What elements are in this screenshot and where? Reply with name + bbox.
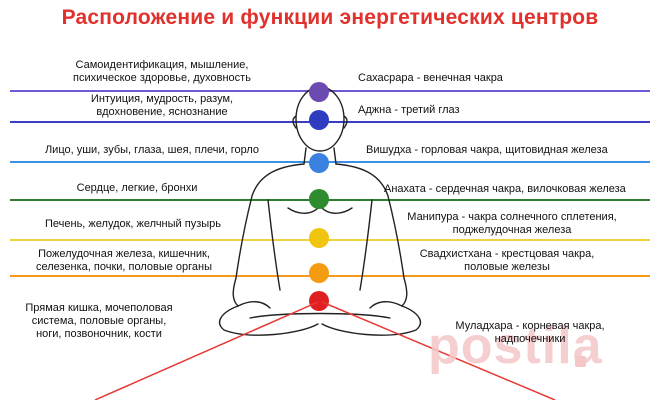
left-label-7-line-3: ноги, позвоночник, кости — [36, 328, 162, 340]
chakra-vishuddha — [309, 153, 329, 173]
figure-ear-left — [292, 115, 297, 129]
figure-left-arm — [232, 163, 305, 307]
right-label-6-line-2: половые железы — [464, 261, 550, 273]
left-label-1-line-1: Самоидентификация, мышление, — [75, 59, 249, 71]
right-label-1-line-1: Сахасрара - венечная чакра — [358, 72, 503, 84]
left-label-6-line-1: Пожелудочная железа, кишечник, — [38, 248, 210, 260]
figure-torso-left — [267, 199, 281, 291]
right-label-5-line-2: поджелудочная железа — [452, 224, 572, 236]
figure-right-leg — [321, 305, 421, 336]
figure-ear-right — [343, 115, 348, 129]
left-label-5-line-1: Печень, желудок, желчный пузырь — [44, 218, 221, 230]
chakra-ajna — [309, 110, 329, 130]
watermark-dot — [575, 356, 586, 367]
diagram-title: Расположение и функции энергетических це… — [61, 6, 599, 29]
figure-neck — [303, 147, 337, 165]
right-label-5-line-1: Манипура - чакра солнечного сплетения, — [407, 211, 617, 223]
figure-right-arm — [335, 163, 408, 307]
arrow-line-left — [94, 301, 319, 400]
left-label-2-line-2: вдохновение, яснознание — [96, 106, 228, 118]
postila-watermark: postila — [428, 317, 603, 375]
left-label-1-line-2: психическое здоровье, духовность — [73, 72, 251, 84]
right-label-3-line-1: Вишудха - горловая чакра, щитовидная жел… — [366, 144, 608, 156]
chakra-anahata — [309, 189, 329, 209]
left-label-4-line-1: Сердце, легкие, бронхи — [76, 182, 198, 194]
chakra-manipura — [309, 228, 329, 248]
arrow-line-right — [321, 301, 556, 400]
figure-right-hand — [369, 301, 403, 309]
right-label-1: Сахасрара - венечная чакра — [358, 72, 503, 85]
left-label-7-line-2: система, половые органы, — [31, 315, 167, 327]
right-label-4-line-1: Анахата - сердечная чакра, вилочковая же… — [384, 183, 626, 195]
figure-torso-right — [359, 199, 373, 291]
right-label-6: Свадхистхана - крестцовая чакра, половые… — [398, 248, 616, 274]
left-label-7-line-1: Прямая кишка, мочеполовая — [25, 302, 173, 314]
right-label-5: Манипура - чакра солнечного сплетения, п… — [396, 211, 628, 237]
left-label-2-line-1: Интуиция, мудрость, разум, — [90, 93, 234, 105]
left-label-5: Печень, желудок, желчный пузырь — [28, 218, 238, 231]
left-label-6-line-2: селезенка, почки, половые органы — [35, 261, 213, 273]
chakra-muladhara — [309, 291, 329, 311]
right-label-7: Муладхара - корневая чакра, надпочечники — [440, 320, 620, 346]
chakra-svadhisthana — [309, 263, 329, 283]
left-label-3: Лицо, уши, зубы, глаза, шея, плечи, горл… — [26, 144, 278, 157]
right-label-3: Вишудха - горловая чакра, щитовидная жел… — [366, 144, 608, 157]
left-label-2: Интуиция, мудрость, разум, вдохновение, … — [62, 93, 262, 119]
right-label-7-line-2: надпочечники — [494, 333, 566, 345]
right-label-4: Анахата - сердечная чакра, вилочковая же… — [384, 183, 626, 196]
right-label-6-line-1: Свадхистхана - крестцовая чакра, — [419, 248, 595, 260]
left-label-6: Пожелудочная железа, кишечник, селезенка… — [14, 248, 234, 274]
left-label-4: Сердце, легкие, бронхи — [62, 182, 212, 195]
right-label-2-line-1: Аджна - третий глаз — [358, 104, 460, 116]
right-label-7-line-1: Муладхара - корневая чакра, — [455, 320, 605, 332]
figure-chest — [287, 207, 353, 214]
right-label-2: Аджна - третий глаз — [358, 104, 460, 117]
chakra-sahasrara — [309, 82, 329, 102]
figure-left-leg — [219, 305, 319, 336]
left-label-1: Самоидентификация, мышление, психическое… — [62, 59, 262, 85]
figure-left-hand — [237, 301, 271, 309]
figure-seat — [249, 312, 391, 319]
left-label-3-line-1: Лицо, уши, зубы, глаза, шея, плечи, горл… — [44, 144, 260, 156]
left-label-7: Прямая кишка, мочеполовая система, полов… — [10, 302, 188, 341]
